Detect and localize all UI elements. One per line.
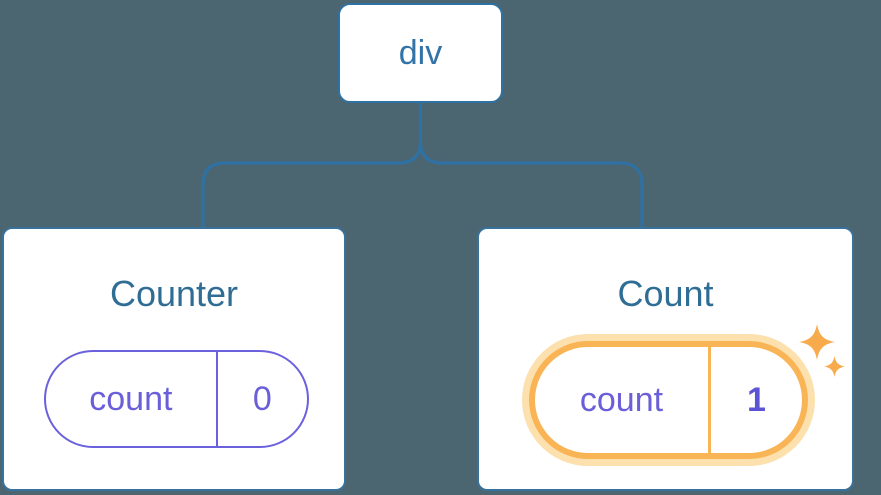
component-card-count: Count count 1 (477, 227, 854, 491)
state-key-label: count (535, 347, 711, 453)
component-card-counter: Counter count 0 (2, 227, 346, 491)
state-pill-highlighted: count 1 (529, 341, 808, 459)
connector-root-to-left-child (201, 102, 423, 228)
state-value: 1 (747, 380, 766, 419)
state-pill: count 0 (44, 350, 309, 448)
component-title: Counter (109, 273, 239, 314)
connector-root-to-right-child (418, 102, 644, 228)
state-value: 0 (252, 379, 272, 418)
state-key-label: count (46, 352, 218, 446)
root-node-label: div (398, 33, 443, 72)
sparkle-icon (799, 324, 835, 360)
component-title: Count (617, 273, 714, 314)
sparkle-icon-small (824, 356, 845, 377)
root-node-div: div (338, 3, 503, 103)
